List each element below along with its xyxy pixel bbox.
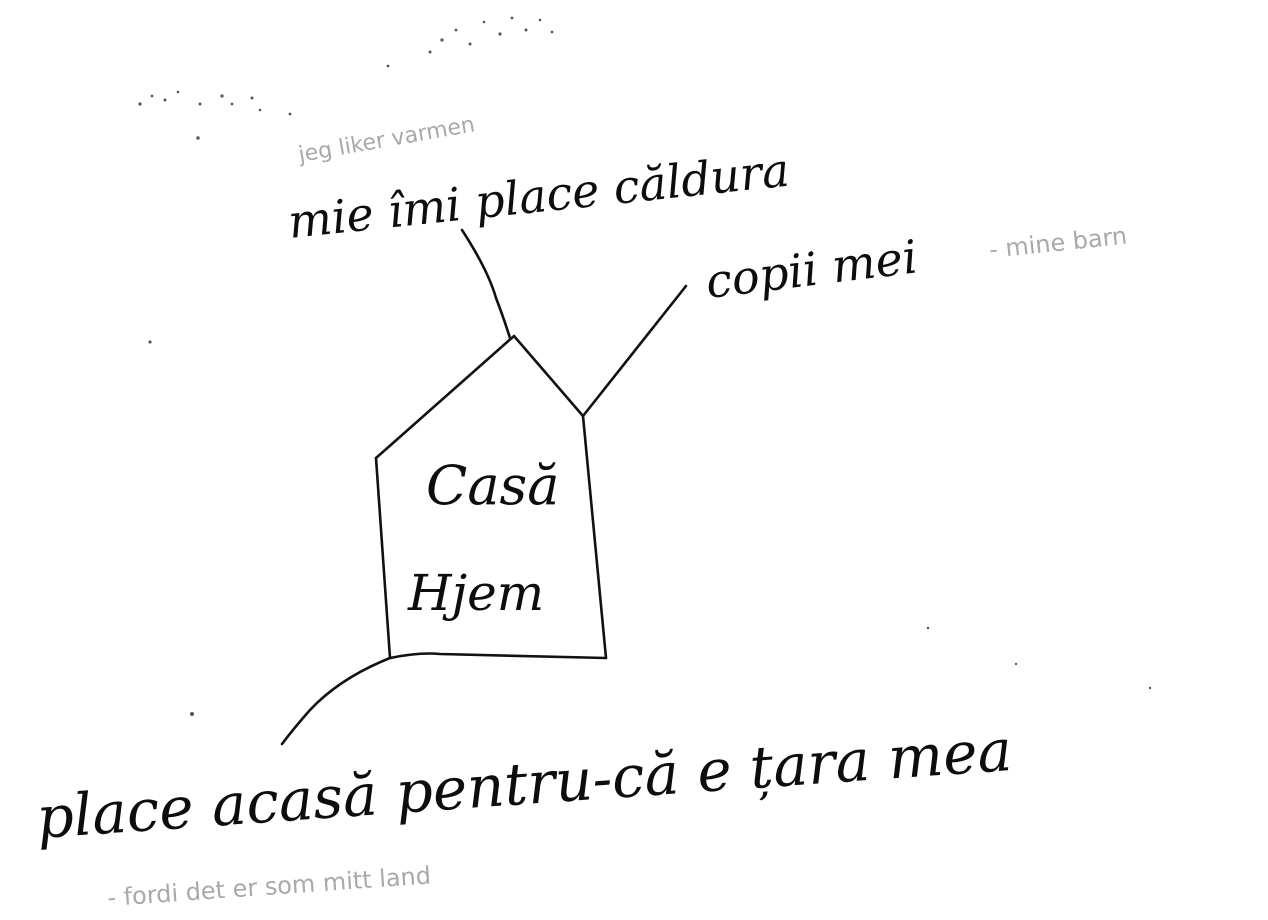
paper-specks: [138, 17, 1151, 716]
top-pointer-line: [462, 230, 510, 338]
right-translation: - mine barn: [988, 222, 1129, 264]
top-translation-part-1: jeg liker varmen: [296, 112, 477, 168]
house-label-romanian: Casă: [426, 454, 559, 517]
right-pointer-line: [583, 286, 686, 416]
top-annotation: mie îmi place căldura: [286, 143, 792, 249]
house-label-norwegian: Hjem: [407, 564, 544, 622]
bottom-translation: - fordi det er som mitt land: [106, 861, 431, 912]
right-annotation: copii mei: [703, 229, 921, 308]
bottom-annotation: place acasă pentru-că e țara mea: [34, 716, 1014, 852]
bottom-pointer-line: [282, 658, 390, 744]
